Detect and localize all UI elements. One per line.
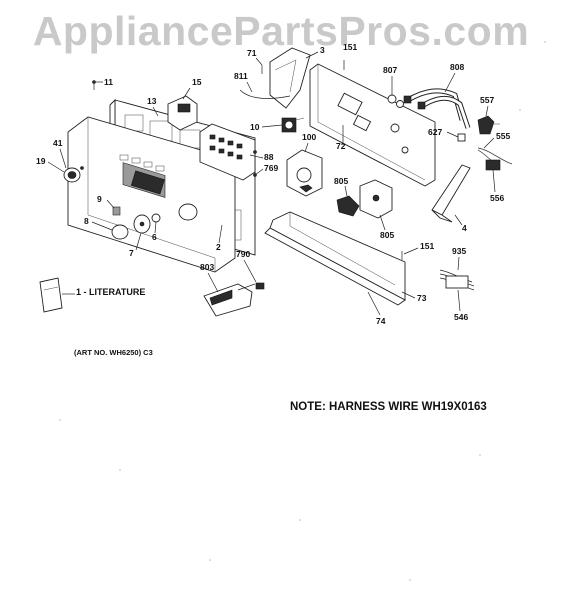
part-15-actuator — [167, 95, 198, 131]
part-backsplash-front-panel — [67, 116, 236, 273]
callout-627: 627 — [428, 127, 442, 137]
callout-73: 73 — [417, 293, 427, 303]
callout-557: 557 — [480, 95, 494, 105]
callout-790: 790 — [236, 249, 250, 259]
callout-11: 11 — [104, 77, 113, 87]
part-88-control-board — [199, 123, 256, 181]
part-808-inlet-hoses — [403, 88, 471, 129]
leader-lines — [47, 51, 496, 316]
harness-note: NOTE: HARNESS WIRE WH19X0163 — [290, 401, 487, 413]
callout-3: 3 — [320, 45, 325, 55]
part-805-valve — [336, 179, 393, 219]
part-100-timer — [286, 149, 323, 197]
part-10-switch — [281, 117, 305, 133]
callout-2: 2 — [216, 242, 221, 252]
callout-151-bottom: 151 — [420, 241, 434, 251]
part-4-end-cap — [431, 164, 471, 223]
part-73-top-cover — [264, 211, 406, 306]
callout-13: 13 — [147, 96, 157, 106]
callout-8: 8 — [84, 216, 89, 226]
callout-15: 15 — [192, 77, 202, 87]
part-small-knobs-screws — [63, 60, 403, 260]
callout-556: 556 — [490, 193, 504, 203]
callout-88: 88 — [264, 152, 274, 162]
callout-808: 808 — [450, 62, 464, 72]
callout-9: 9 — [97, 194, 102, 204]
literature-label: 1 - LITERATURE — [76, 287, 146, 297]
callout-546: 546 — [454, 312, 468, 322]
part-935-546-harness — [439, 269, 475, 291]
callout-935: 935 — [452, 246, 466, 256]
art-number: (ART NO. WH6250) C3 — [74, 348, 153, 357]
part-627-grommet — [457, 133, 466, 142]
callout-805-left: 805 — [334, 176, 348, 186]
callout-555: 555 — [496, 131, 510, 141]
callout-805-right: 805 — [380, 230, 394, 240]
callout-labels: 71 3 151 808 807 11 15 811 557 13 10 627… — [36, 42, 510, 326]
callout-41: 41 — [53, 138, 63, 148]
part-3-bracket — [269, 47, 311, 109]
part-557-clip — [477, 115, 500, 135]
callout-10: 10 — [250, 122, 260, 132]
part-811-hose — [239, 89, 291, 99]
callout-7: 7 — [129, 248, 134, 258]
callout-151-top: 151 — [343, 42, 357, 52]
part-803-dispenser — [203, 282, 265, 317]
callout-100: 100 — [302, 132, 316, 142]
callout-71: 71 — [247, 48, 257, 58]
callout-72: 72 — [336, 141, 346, 151]
callout-19: 19 — [36, 156, 46, 166]
part-72-back-panel — [309, 63, 436, 187]
callout-4: 4 — [462, 223, 467, 233]
callout-803: 803 — [200, 262, 214, 272]
watermark-text: AppliancePartsPros.com — [32, 8, 530, 54]
part-555-556-cord — [477, 147, 513, 171]
callout-811: 811 — [234, 71, 248, 81]
background-speckles — [59, 41, 546, 581]
callout-769: 769 — [264, 163, 278, 173]
callout-807: 807 — [383, 65, 397, 75]
callout-6: 6 — [152, 232, 157, 242]
callout-74: 74 — [376, 316, 386, 326]
literature-booklet-icon — [39, 277, 63, 313]
